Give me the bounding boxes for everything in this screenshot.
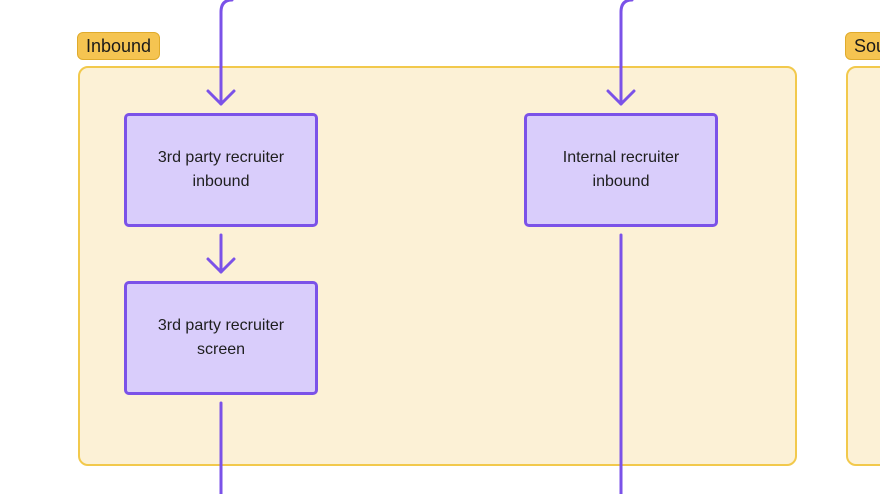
node-label: 3rd party recruiter inbound: [157, 149, 285, 190]
sourcing-section-label: Sou: [845, 32, 880, 60]
inbound-section-label: Inbound: [77, 32, 161, 60]
node-label: Internal recruiter inbound: [562, 149, 680, 190]
node-label: 3rd party recruiter screen: [157, 317, 285, 358]
node-third-party-recruiter-screen[interactable]: 3rd party recruiter screen: [124, 281, 318, 395]
sourcing-section: [846, 66, 880, 466]
node-third-party-recruiter-inbound[interactable]: 3rd party recruiter inbound: [124, 113, 318, 227]
node-internal-recruiter-inbound[interactable]: Internal recruiter inbound: [524, 113, 718, 227]
